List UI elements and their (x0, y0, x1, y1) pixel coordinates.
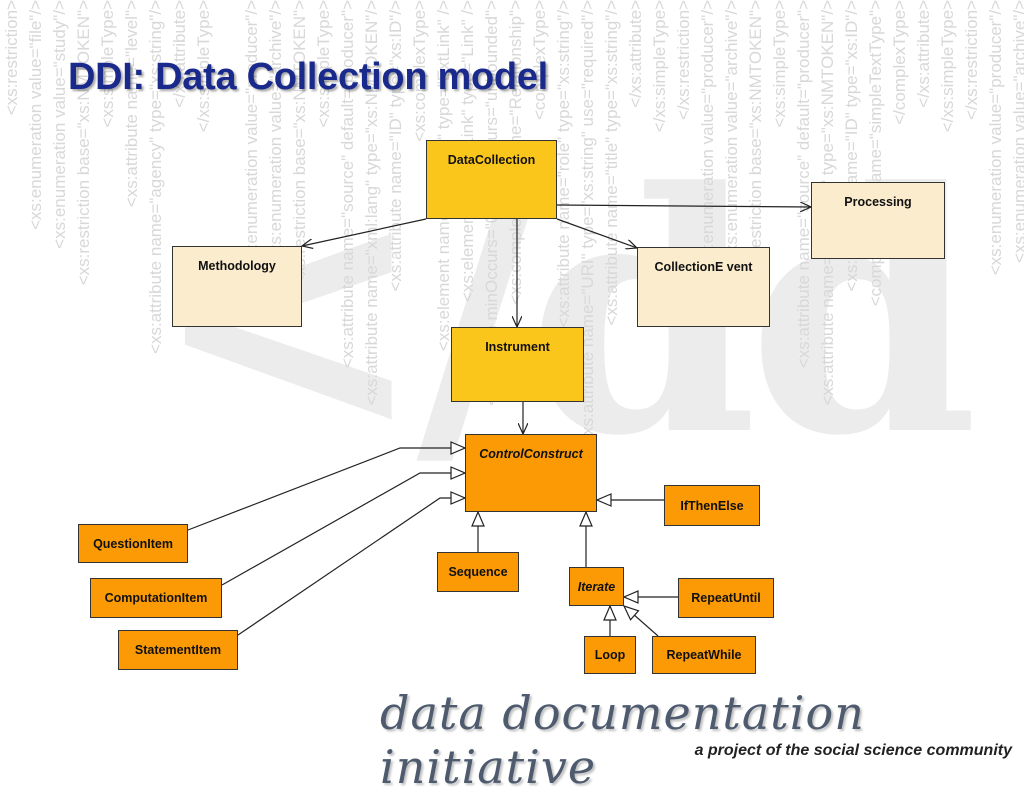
methodology-label: Methodology (198, 259, 276, 273)
questionitem-label: QuestionItem (93, 536, 173, 551)
loop-label: Loop (594, 648, 626, 662)
ifthenelse-box: IfThenElse (664, 485, 760, 526)
datacollection-label: DataCollection (447, 153, 536, 167)
brand-tagline: a project of the social science communit… (694, 742, 1012, 759)
collectionevent-box: CollectionE vent (637, 247, 770, 327)
iterate-box: Iterate (569, 567, 624, 606)
collectionevent-label: CollectionE vent (654, 260, 753, 274)
processing-label: Processing (844, 195, 912, 209)
link-datacollection-collectionevent (556, 218, 637, 248)
controlconstruct-label: ControlConstruct (479, 447, 583, 461)
sequence-box: Sequence (437, 552, 519, 592)
questionitem-box: QuestionItem (78, 524, 188, 563)
computationitem-box: ComputationItem (90, 578, 222, 618)
methodology-box: Methodology (172, 246, 302, 327)
computationitem-label: ComputationItem (104, 591, 208, 605)
loop-box: Loop (584, 636, 636, 674)
gen-repeatwhile (624, 606, 659, 637)
processing-box: Processing (811, 182, 945, 259)
datacollection-box: DataCollection (426, 140, 557, 219)
repeatuntil-box: RepeatUntil (678, 578, 774, 618)
repeatuntil-label: RepeatUntil (691, 591, 761, 605)
repeatwhile-box: RepeatWhile (652, 636, 756, 674)
ifthenelse-label: IfThenElse (680, 498, 744, 513)
controlconstruct-box: ControlConstruct (465, 434, 597, 512)
slide-title: DDI: Data Collection model (68, 56, 548, 98)
statementitem-box: StatementItem (118, 630, 238, 670)
ddi-brand-logo: data documentation initiative (380, 686, 865, 794)
instrument-label: Instrument (485, 340, 550, 354)
diagram-connectors (187, 0, 1024, 637)
link-datacollection-processing (556, 205, 811, 207)
repeatwhile-label: RepeatWhile (666, 648, 742, 662)
gen-statementitem (237, 498, 465, 636)
link-datacollection-methodology (302, 218, 427, 246)
gen-computationitem (221, 473, 465, 586)
iterate-label: Iterate (577, 579, 616, 594)
gen-questionitem (187, 448, 465, 531)
statementitem-label: StatementItem (134, 643, 222, 657)
sequence-label: Sequence (448, 565, 508, 579)
instrument-box: Instrument (451, 327, 584, 402)
